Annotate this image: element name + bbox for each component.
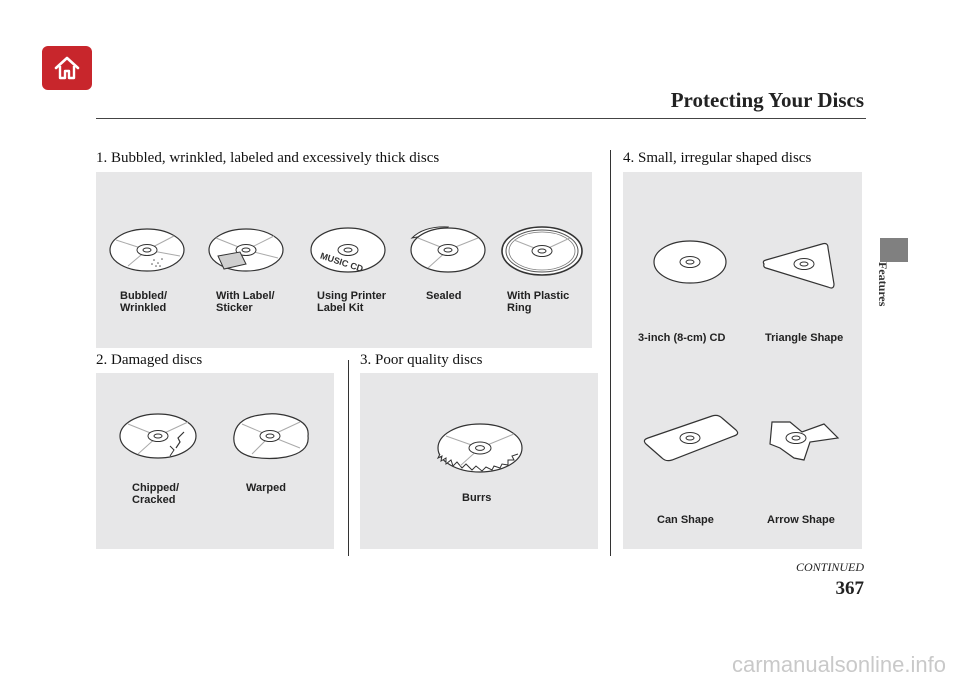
caption-bubbled: Bubbled/ Wrinkled	[120, 290, 168, 314]
can-shape-disc-illustration	[643, 414, 739, 462]
sealed-disc-illustration	[410, 226, 486, 273]
plastic-ring-disc-illustration	[501, 226, 583, 276]
printed-label-disc-illustration: MUSIC CD	[310, 227, 386, 274]
section-3-heading: 3. Poor quality discs	[360, 352, 483, 368]
triangle-disc-illustration	[762, 242, 835, 289]
caption-can-shape: Can Shape	[657, 514, 714, 526]
continued-note: CONTINUED	[795, 560, 864, 574]
caption-chipped: Chipped/ Cracked	[132, 482, 180, 506]
side-tab-marker[interactable]	[880, 238, 908, 262]
watermark: carmanualsonline.info	[731, 652, 946, 677]
section-4-panel	[623, 172, 862, 549]
label-sticker-disc-illustration	[208, 228, 284, 272]
column-divider-right	[610, 150, 611, 556]
small-cd-illustration	[653, 240, 727, 284]
caption-warped: Warped	[246, 482, 286, 494]
title-divider	[96, 118, 866, 119]
section-1-heading: 1. Bubbled, wrinkled, labeled and excess…	[96, 150, 440, 166]
section-2-heading: 2. Damaged discs	[96, 352, 203, 368]
home-icon	[54, 56, 80, 80]
section-2-panel	[96, 373, 334, 549]
home-button[interactable]	[42, 46, 92, 90]
caption-arrow-shape: Arrow Shape	[767, 514, 835, 526]
page-number: 367	[835, 578, 865, 599]
caption-small-cd: 3-inch (8-cm) CD	[638, 332, 726, 344]
caption-label-sticker: With Label/ Sticker	[216, 290, 275, 314]
warped-disc-illustration	[233, 413, 309, 460]
section-4-heading: 4. Small, irregular shaped discs	[623, 150, 812, 166]
burrs-disc-illustration	[436, 423, 523, 473]
column-divider-left	[348, 360, 349, 556]
caption-triangle: Triangle Shape	[765, 332, 844, 344]
arrow-shape-disc-illustration	[769, 421, 840, 461]
bubbled-disc-illustration	[109, 228, 185, 272]
chipped-disc-illustration	[119, 413, 197, 459]
caption-printer-label: Using Printer Label Kit	[317, 290, 387, 314]
caption-plastic-ring: With Plastic Ring	[507, 290, 570, 314]
side-tab-label[interactable]: Features	[876, 262, 890, 307]
page-title: Protecting Your Discs	[670, 88, 864, 112]
caption-sealed: Sealed	[426, 290, 462, 302]
caption-burrs: Burrs	[462, 492, 492, 504]
